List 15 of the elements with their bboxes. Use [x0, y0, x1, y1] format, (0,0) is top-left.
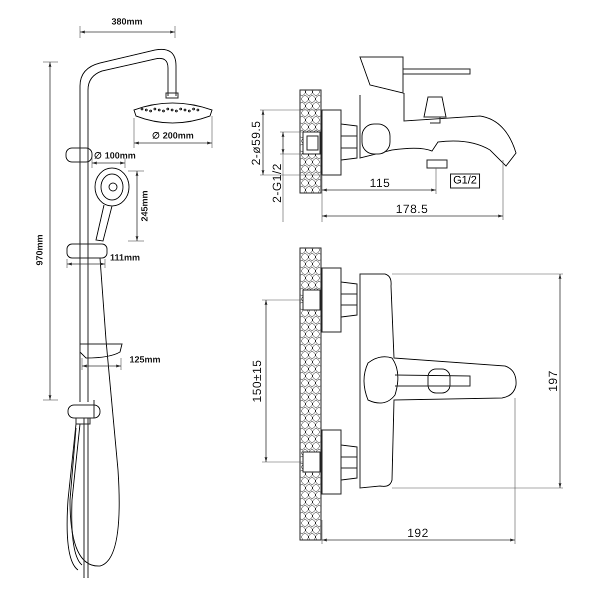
dimension-label: 111mm: [110, 254, 140, 262]
dimension-label: ∅ 200mm: [152, 132, 194, 140]
dimension-label: 970mm: [36, 234, 44, 266]
dimension-label: 192: [407, 527, 429, 539]
dimension-label: 380mm: [111, 18, 143, 26]
dimension-label: 115: [370, 177, 390, 189]
dimension-label: 150±15: [251, 360, 263, 402]
dimension-label: 125mm: [129, 356, 161, 364]
dimension-label: 197: [547, 370, 559, 392]
dimension-label: 178.5: [396, 203, 428, 215]
thread-size-label: G1/2: [450, 174, 480, 188]
dimension-label: 245mm: [140, 190, 150, 222]
dimension-label: ∅ 100mm: [94, 152, 136, 160]
dimension-label: 2-G1/2: [271, 163, 283, 203]
dimension-label: 2-ø59.5: [250, 120, 262, 166]
